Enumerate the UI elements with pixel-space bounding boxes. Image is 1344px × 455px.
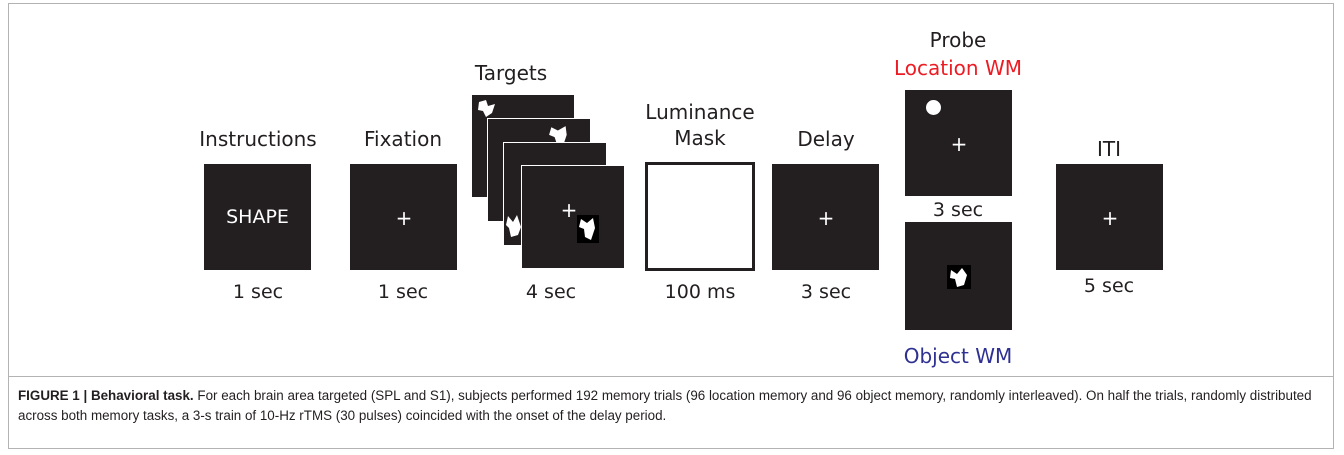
stage-label-delay: Delay xyxy=(797,127,855,151)
duration-probe: 3 sec xyxy=(932,199,984,221)
fixation-screen: + xyxy=(349,163,458,271)
location-probe-dot xyxy=(926,100,941,115)
target-shape-3 xyxy=(506,215,521,237)
probe-object-screen xyxy=(904,221,1013,331)
target-screen-4: + xyxy=(521,165,625,269)
duration-instructions: 1 sec xyxy=(232,281,284,303)
instructions-screen: SHAPE xyxy=(203,163,312,271)
stage-label-mask-line2: Mask xyxy=(674,126,726,150)
probe-fixation-cross: + xyxy=(950,132,968,156)
figure-label: FIGURE 1 | Behavioral task. xyxy=(18,388,194,403)
figure-caption: FIGURE 1 | Behavioral task. For each bra… xyxy=(18,386,1334,426)
instructions-screen-text: SHAPE xyxy=(226,206,289,228)
caption-text: For each brain area targeted (SPL and S1… xyxy=(18,388,1312,423)
stage-label-probe: Probe xyxy=(929,28,987,52)
duration-delay: 3 sec xyxy=(800,281,852,303)
figure-frame xyxy=(8,3,1334,449)
duration-mask: 100 ms xyxy=(664,281,736,303)
caption-divider xyxy=(9,376,1333,377)
object-wm-label: Object WM xyxy=(903,344,1013,368)
target-shape-1 xyxy=(478,100,495,117)
delay-screen: + xyxy=(771,163,880,271)
probe-location-screen: + xyxy=(904,89,1013,197)
object-probe-shape xyxy=(947,265,971,289)
stage-label-fixation: Fixation xyxy=(363,127,443,151)
duration-iti: 5 sec xyxy=(1083,275,1135,297)
delay-fixation-cross: + xyxy=(817,206,835,230)
iti-screen: + xyxy=(1055,163,1164,271)
luminance-mask-screen xyxy=(645,162,755,271)
targets-fixation-cross: + xyxy=(560,198,578,222)
duration-fixation: 1 sec xyxy=(377,281,429,303)
stage-label-mask: Luminance Mask xyxy=(645,99,754,151)
duration-targets: 4 sec xyxy=(525,281,577,303)
stage-label-iti: ITI xyxy=(1096,137,1122,161)
fixation-cross: + xyxy=(395,206,413,230)
location-wm-label: Location WM xyxy=(894,56,1022,80)
stage-label-mask-line1: Luminance xyxy=(645,100,755,124)
target-shape-2 xyxy=(549,126,567,145)
stage-label-targets: Targets xyxy=(474,61,548,85)
target-shape-4 xyxy=(577,215,599,243)
stage-label-instructions: Instructions xyxy=(199,127,317,151)
iti-fixation-cross: + xyxy=(1101,206,1119,230)
